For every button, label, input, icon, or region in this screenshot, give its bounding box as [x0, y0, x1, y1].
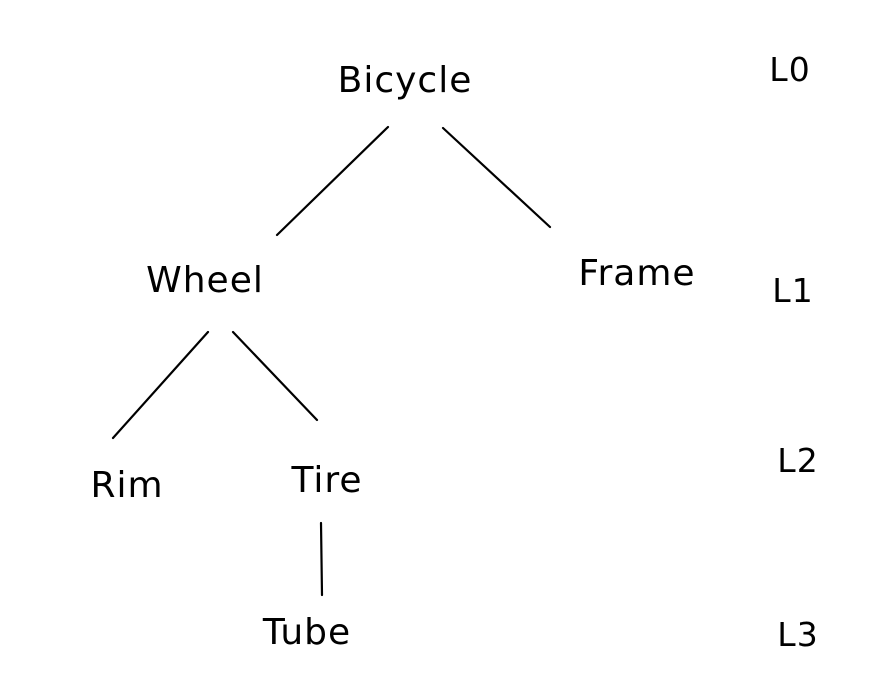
node-rim: Rim: [90, 465, 164, 506]
node-tube: Tube: [262, 612, 352, 653]
level-label-l2: L2: [777, 441, 819, 480]
level-label-l1: L1: [772, 271, 814, 310]
node-frame: Frame: [578, 253, 696, 294]
level-label-l3: L3: [777, 615, 819, 654]
node-tire: Tire: [291, 460, 363, 501]
edge-tire-tube: [319, 521, 324, 597]
edge-wheel-tire: [231, 330, 319, 422]
node-wheel: Wheel: [146, 260, 264, 301]
edge-bicycle-wheel: [275, 125, 390, 237]
level-label-l0: L0: [769, 50, 811, 89]
edge-wheel-rim: [111, 330, 210, 440]
node-bicycle: Bicycle: [337, 60, 473, 101]
edge-bicycle-frame: [441, 126, 552, 229]
